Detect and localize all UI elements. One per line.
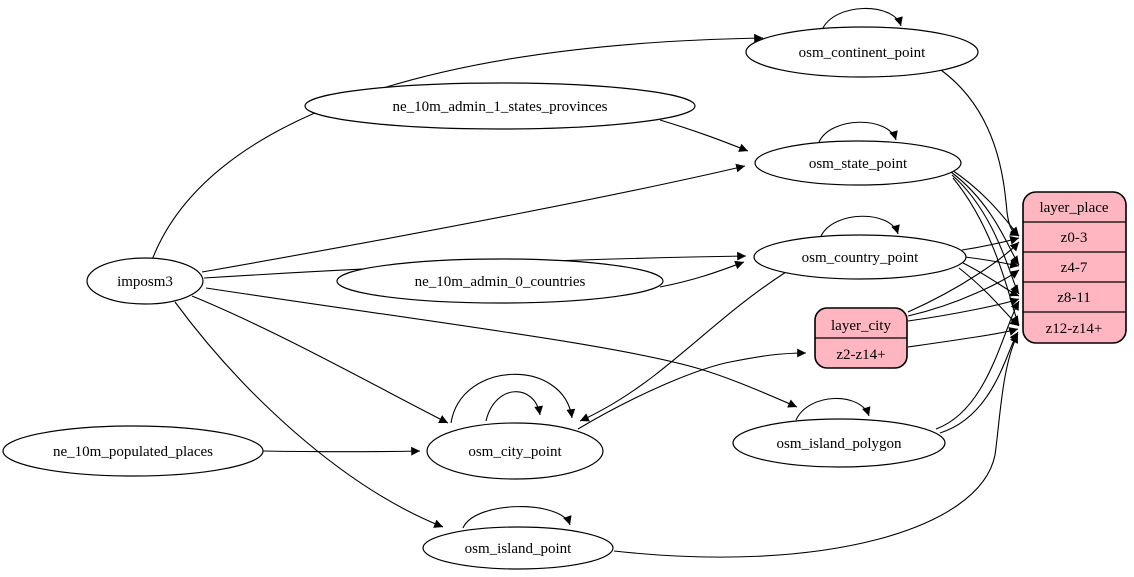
record-row-label: z8-11	[1057, 290, 1091, 306]
edge-osm_country_point-to-layer_place:z12-z14+	[958, 267, 1020, 327]
edge-osm_island_polygon-to-layer_place:z12-z14+	[939, 331, 1019, 434]
edge-osm_continent_point-to-osm_continent_point	[821, 7, 903, 31]
node-label: osm_country_point	[802, 250, 919, 266]
node-layer-place: layer_place z0-3 z4-7 z8-11 z12-z14+	[1022, 191, 1127, 344]
node-ne-10m-admin-1-states-provinces: ne_10m_admin_1_states_provinces	[304, 82, 696, 130]
edge-osm_island_point-to-osm_island_point	[462, 506, 572, 529]
record-row-label: z2-z14+	[836, 347, 885, 363]
node-osm-state-point: osm_state_point	[754, 140, 962, 186]
edge-osm_continent_point-to-layer_place:z0-3	[940, 69, 1020, 237]
edge-layer	[151, 7, 1020, 558]
node-layer-place-shape	[1022, 191, 1127, 344]
edge-osm_city_point-to-layer_city:z2-z14+	[577, 348, 807, 430]
node-imposm3: imposm3	[86, 257, 204, 305]
node-ne-10m-admin-0-countries: ne_10m_admin_0_countries	[336, 258, 664, 304]
node-osm-city-point: osm_city_point	[426, 422, 604, 480]
record-row-label: layer_city	[831, 318, 891, 334]
node-ne-10m-admin-0-countries-shape	[336, 258, 664, 304]
node-osm-island-polygon: osm_island_polygon	[732, 418, 946, 468]
node-label: imposm3	[117, 274, 173, 290]
node-osm-continent-point-shape	[745, 26, 979, 78]
edge-layer_city-to-layer_place:z8-11	[907, 297, 1020, 322]
edge-ne_10m_populated_places-to-osm_city_point	[262, 446, 421, 456]
edge-osm_country_point-to-layer_place:z0-3	[961, 236, 1020, 251]
edge-osm_country_point-to-osm_city_point	[579, 271, 787, 422]
node-label: osm_city_point	[468, 444, 562, 460]
node-label: ne_10m_admin_1_states_provinces	[393, 99, 608, 115]
node-layer-city: layer_city z2-z14+	[814, 307, 908, 369]
edge-imposm3-to-osm_island_point	[174, 301, 444, 528]
node-osm-continent-point: osm_continent_point	[745, 26, 979, 78]
node-ne-10m-populated-places-shape	[2, 425, 264, 477]
node-label: ne_10m_admin_0_countries	[415, 274, 586, 290]
edge-ne_10m_admin_0_countries-to-osm_country_point	[659, 260, 745, 288]
node-osm-island-point: osm_island_point	[422, 526, 614, 570]
edge-osm_city_point-to-osm_city_point	[485, 391, 543, 422]
edge-layer_city-to-layer_place:z12-z14+	[907, 327, 1019, 348]
node-osm-state-point-shape	[754, 140, 962, 186]
record-row-label: z4-7	[1061, 260, 1088, 276]
node-imposm3-shape	[86, 257, 204, 305]
edge-osm_country_point-to-osm_country_point	[820, 215, 900, 237]
edge-ne_10m_admin_1_states_provinces-to-osm_state_point	[659, 119, 749, 152]
edge-osm_state_point-to-osm_state_point	[818, 121, 898, 143]
node-osm-island-point-shape	[422, 526, 614, 570]
edge-imposm3-to-osm_state_point	[201, 163, 746, 273]
node-label: osm_island_point	[465, 541, 573, 557]
node-osm-city-point-shape	[426, 422, 604, 480]
edge-osm_island_polygon-to-layer_place:z8-11	[935, 300, 1020, 430]
record-row-label: z0-3	[1061, 230, 1088, 246]
node-label: osm_state_point	[809, 156, 908, 172]
edge-layer_city-to-layer_place:z4-7	[907, 269, 1020, 317]
node-ne-10m-admin-1-states-provinces-shape	[304, 82, 696, 130]
node-ne-10m-populated-places: ne_10m_populated_places	[2, 425, 264, 477]
edge-layer_city-to-layer_place:z0-3	[907, 241, 1020, 313]
node-osm-island-polygon-shape	[732, 418, 946, 468]
edge-imposm3-to-osm_city_point	[191, 295, 449, 424]
node-label: osm_island_polygon	[776, 436, 902, 452]
edge-osm_country_point-to-layer_place:z8-11	[962, 262, 1020, 297]
node-osm-country-point: osm_country_point	[753, 234, 967, 280]
record-row-label: layer_place	[1039, 200, 1108, 216]
edge-osm_island_polygon-to-osm_island_polygon	[795, 397, 871, 421]
node-label: ne_10m_populated_places	[53, 444, 213, 460]
edge-osm_city_point-to-osm_city_point	[450, 373, 576, 424]
edge-osm_island_point-to-layer_place:z12-z14+	[613, 333, 1019, 558]
node-osm-country-point-shape	[753, 234, 967, 280]
edge-imposm3-to-osm_island_polygon	[205, 287, 798, 408]
record-row-label: z12-z14+	[1046, 321, 1103, 337]
edge-osm_state_point-to-layer_place:z0-3	[948, 167, 1020, 237]
node-label: osm_continent_point	[799, 45, 926, 61]
edge-imposm3-to-osm_continent_point	[151, 33, 764, 261]
